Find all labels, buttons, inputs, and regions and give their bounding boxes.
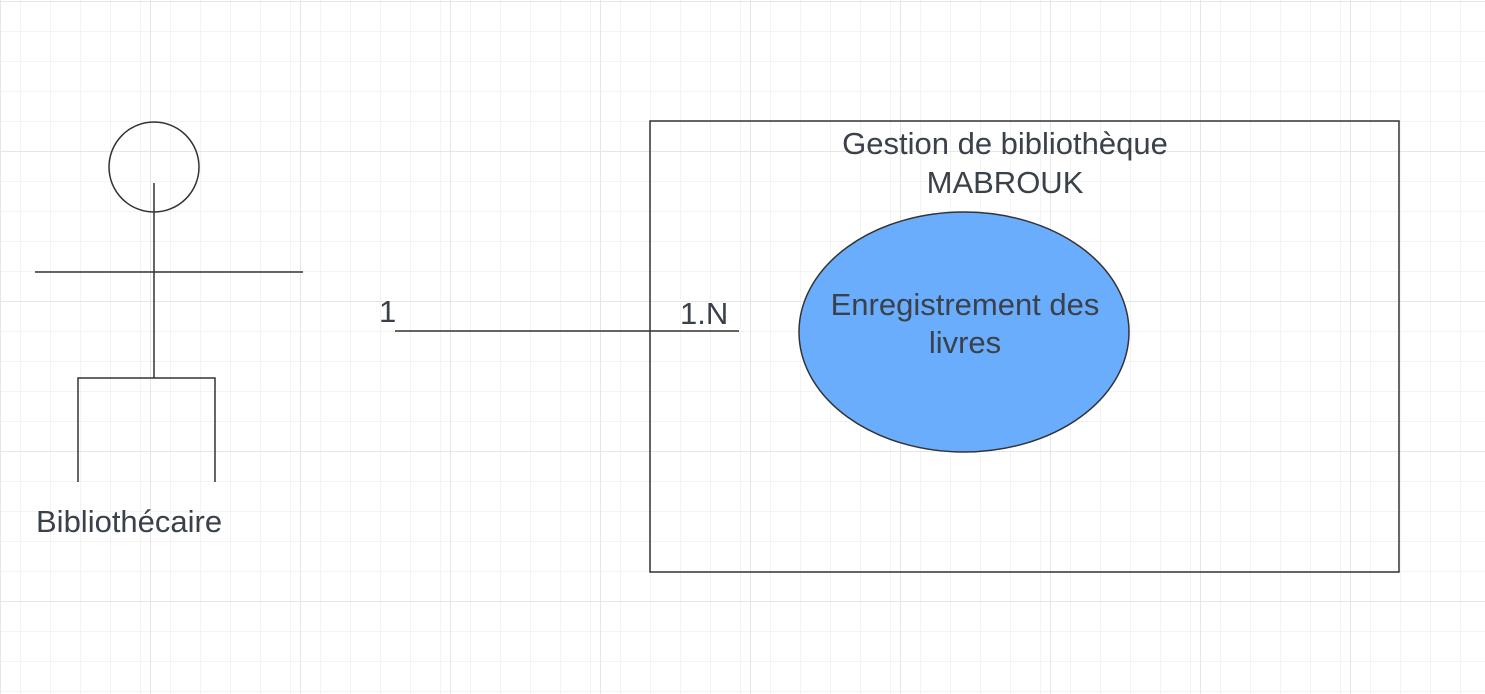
- system-boundary[interactable]: [649, 120, 1400, 573]
- multiplicity-actor-end: 1: [379, 294, 397, 329]
- use-case-label: Enregistrement des livres: [800, 286, 1130, 362]
- actor-legs: [77, 377, 216, 482]
- system-title: Gestion de bibliothèque MABROUK: [790, 124, 1220, 202]
- multiplicity-usecase-end: 1.N: [680, 296, 729, 331]
- actor-label: Bibliothécaire: [36, 504, 223, 539]
- system-title-line1: Gestion de bibliothèque: [842, 126, 1168, 161]
- actor-figure[interactable]: [35, 121, 303, 482]
- system-title-line2: MABROUK: [926, 165, 1084, 200]
- use-case-ellipse[interactable]: [798, 211, 1130, 453]
- use-case-label-line1: Enregistrement des: [830, 287, 1100, 322]
- use-case-label-line2: livres: [928, 325, 1002, 360]
